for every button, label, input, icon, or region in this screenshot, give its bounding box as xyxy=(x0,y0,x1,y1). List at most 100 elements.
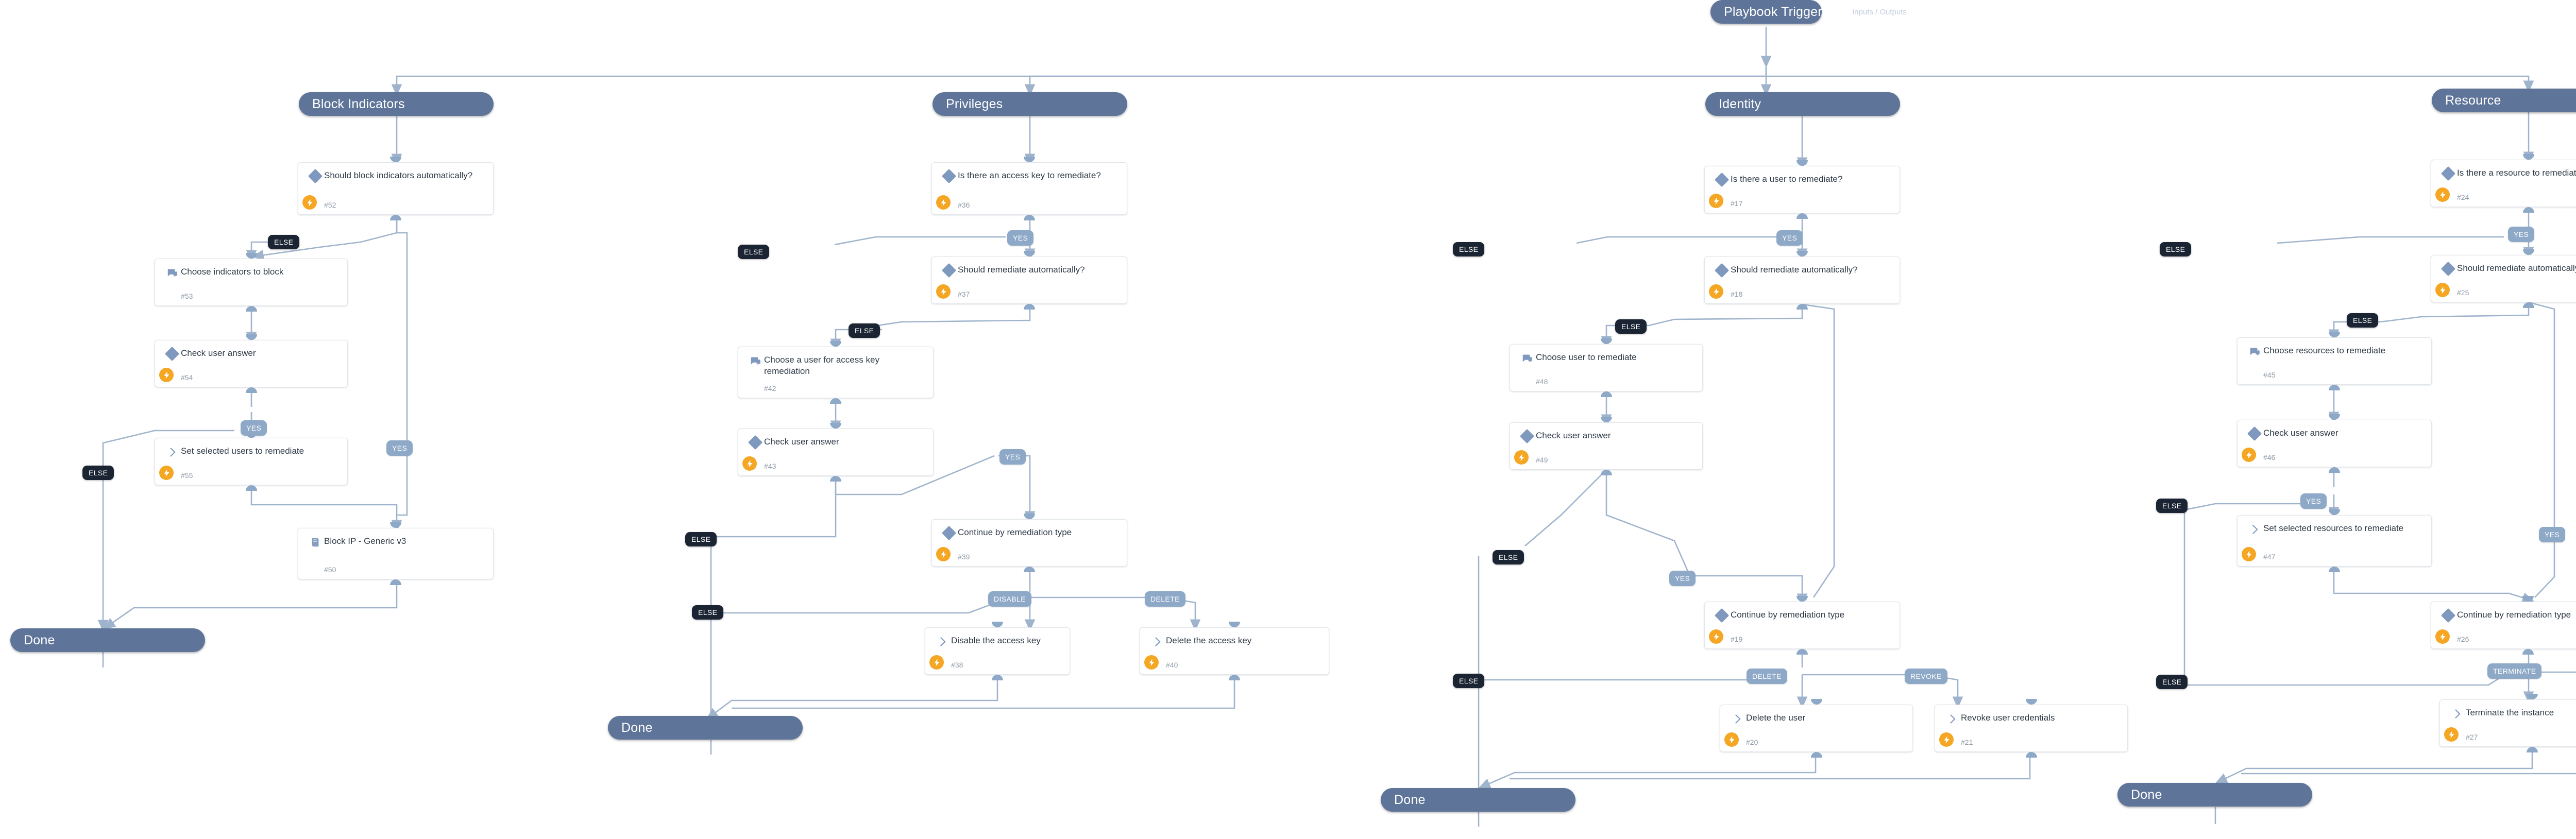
label-terminate: TERMINATE xyxy=(2487,663,2542,679)
task-46[interactable]: Check user answer #46 xyxy=(2237,420,2432,467)
label-disable: DISABLE xyxy=(988,591,1031,607)
task-number: #39 xyxy=(958,553,970,561)
condition-diamond-icon xyxy=(1713,608,1731,623)
automation-bolt-icon xyxy=(159,368,174,382)
task-number: #18 xyxy=(1731,290,1743,298)
connector-knob-top xyxy=(830,341,841,347)
connector-knob-bottom xyxy=(992,675,1003,680)
label-else-18: ELSE xyxy=(1453,242,1485,256)
label-yes-25: YES xyxy=(2539,527,2566,542)
automation-bolt-icon xyxy=(1514,450,1529,465)
connector-knob-bottom xyxy=(2523,302,2534,308)
section-resource[interactable]: Resource xyxy=(2432,89,2576,112)
connector-knob-top xyxy=(830,423,841,429)
connector-knob-top xyxy=(1797,160,1808,166)
task-54[interactable]: Check user answer #54 xyxy=(155,340,348,387)
condition-diamond-icon xyxy=(2439,166,2457,181)
task-49[interactable]: Check user answer #49 xyxy=(1510,422,1703,470)
connector-knob-bottom xyxy=(1797,304,1808,310)
done-label: Done xyxy=(24,632,55,647)
task-number: #40 xyxy=(1166,661,1178,669)
automation-bolt-icon xyxy=(936,547,951,561)
connector-knob-top xyxy=(2523,154,2534,160)
task-number: #55 xyxy=(181,471,193,480)
task-title: Block IP - Generic v3 xyxy=(324,536,406,546)
task-number: #46 xyxy=(2263,453,2276,461)
section-privileges[interactable]: Privileges xyxy=(933,92,1127,116)
connector-knob-top xyxy=(2329,414,2340,420)
task-title: Choose a user for access key remediation xyxy=(764,355,879,376)
task-39[interactable]: Continue by remediation type #39 xyxy=(931,519,1127,567)
connector-knob-bottom xyxy=(1797,213,1808,219)
task-18[interactable]: Should remediate automatically? #18 xyxy=(1704,256,1900,304)
playbook-trigger-io-link[interactable]: Inputs / Outputs xyxy=(1852,7,1907,16)
task-55[interactable]: Set selected users to remediate #55 xyxy=(155,438,348,485)
condition-diamond-icon xyxy=(940,168,958,184)
task-50[interactable]: Block IP - Generic v3 #50 xyxy=(298,528,494,579)
task-45[interactable]: Choose resources to remediate #45 xyxy=(2237,337,2432,385)
task-52[interactable]: Should block indicators automatically? #… xyxy=(298,162,494,215)
label-else-49: ELSE xyxy=(1493,550,1524,564)
label-else-37b: ELSE xyxy=(849,323,880,338)
task-27[interactable]: Terminate the instance #27 xyxy=(2439,699,2576,747)
task-47[interactable]: Set selected resources to remediate #47 xyxy=(2237,515,2432,567)
condition-diamond-icon xyxy=(940,263,958,278)
task-title: Is there a user to remediate? xyxy=(1731,174,1843,184)
connector-knob-top xyxy=(1797,251,1808,256)
task-17[interactable]: Is there a user to remediate? #17 xyxy=(1704,166,1900,213)
label-yes-49: YES xyxy=(1669,571,1696,586)
task-number: #24 xyxy=(2457,193,2469,201)
done-block-indicators[interactable]: Done xyxy=(10,628,205,652)
section-block-indicators[interactable]: Block Indicators xyxy=(299,92,494,116)
connector-knob-bottom xyxy=(245,387,257,393)
task-20[interactable]: Delete the user #20 xyxy=(1720,705,1913,752)
automation-bolt-icon xyxy=(936,195,951,210)
task-24[interactable]: Is there a resource to remediate? #24 xyxy=(2431,160,2576,207)
connector-knob-bottom xyxy=(1024,304,1035,310)
connector-knob-top xyxy=(1024,251,1035,256)
task-25[interactable]: Should remediate automatically? #25 xyxy=(2431,255,2576,302)
task-36[interactable]: Is there an access key to remediate? #36 xyxy=(931,162,1127,215)
task-19[interactable]: Continue by remediation type #19 xyxy=(1704,602,1900,649)
task-38[interactable]: Disable the access key #38 xyxy=(925,627,1070,675)
connector-knob-top xyxy=(1810,699,1822,705)
condition-diamond-icon xyxy=(307,168,324,184)
connector-knob-top xyxy=(1797,596,1808,602)
connector-knob-bottom xyxy=(1024,567,1035,572)
connector-knob-bottom xyxy=(1810,752,1822,758)
task-42[interactable]: Choose a user for access key remediation… xyxy=(738,347,934,398)
set-action-chevron-icon xyxy=(1943,712,1961,725)
condition-diamond-icon xyxy=(1713,263,1731,278)
label-yes-17: YES xyxy=(1776,230,1803,246)
section-identity[interactable]: Identity xyxy=(1705,92,1900,116)
playbook-trigger[interactable]: Playbook Triggered Inputs / Outputs xyxy=(1710,0,1907,24)
connector-knob-bottom xyxy=(1600,470,1612,475)
label-revoke: REVOKE xyxy=(1905,669,1947,684)
done-privileges[interactable]: Done xyxy=(608,716,803,740)
task-40[interactable]: Delete the access key #40 xyxy=(1140,627,1329,675)
task-21[interactable]: Revoke user credentials #21 xyxy=(1935,705,2128,752)
task-title: Is there a resource to remediate? xyxy=(2457,168,2576,178)
task-37[interactable]: Should remediate automatically? #37 xyxy=(931,256,1127,304)
connector-knob-top xyxy=(1229,622,1240,627)
label-yes-46: YES xyxy=(2300,493,2327,509)
connector-knob-bottom xyxy=(1229,675,1240,680)
automation-bolt-icon xyxy=(159,466,174,480)
connector-knob-top xyxy=(390,157,401,162)
connector-knob-top xyxy=(1024,157,1035,162)
done-resource[interactable]: Done xyxy=(2117,783,2312,807)
sub-playbook-book-icon xyxy=(307,536,324,548)
done-identity[interactable]: Done xyxy=(1381,788,1575,812)
task-title: Delete the user xyxy=(1746,713,1806,723)
task-43[interactable]: Check user answer #43 xyxy=(738,429,934,476)
condition-diamond-icon xyxy=(2246,426,2263,441)
section-label: Identity xyxy=(1719,96,1761,111)
task-53[interactable]: Choose indicators to block #53 xyxy=(155,259,348,306)
automation-bolt-icon xyxy=(1709,284,1723,299)
task-48[interactable]: Choose user to remediate #48 xyxy=(1510,344,1703,391)
task-26[interactable]: Continue by remediation type #26 xyxy=(2431,602,2576,649)
task-number: #20 xyxy=(1746,738,1758,746)
connector-knob-top xyxy=(992,622,1003,627)
connector-knob-bottom xyxy=(2329,385,2340,390)
